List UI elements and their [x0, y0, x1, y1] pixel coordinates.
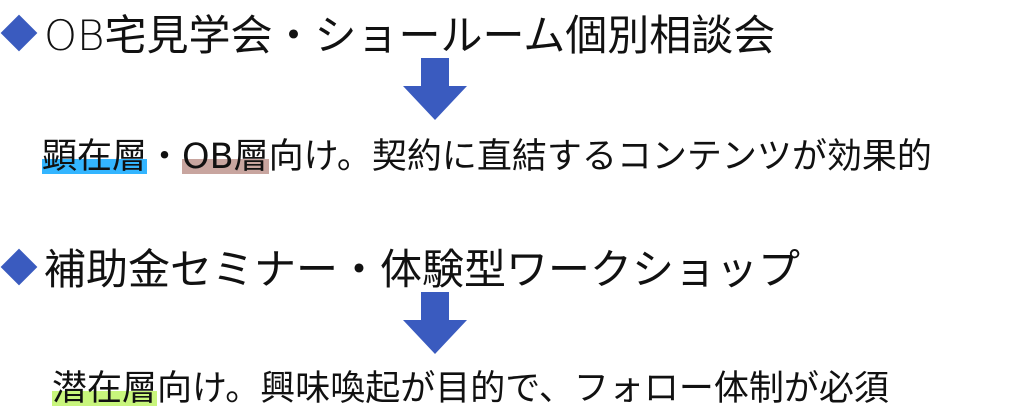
down-arrow-icon	[403, 292, 467, 354]
result-ob-visit: 顕在層・OB層向け。契約に直結するコンテンツが効果的	[42, 128, 932, 179]
result-text: 向け。興味喚起が目的で、フォロー体制が必須	[157, 369, 889, 409]
highlight-ob: OB層	[182, 137, 269, 177]
heading-text: 補助金セミナー・体験型ワークショップ	[44, 245, 801, 294]
diamond-bullet-icon	[0, 248, 38, 285]
result-seminar: 潜在層向け。興味喚起が目的で、フォロー体制が必須	[52, 360, 889, 411]
heading-text: OB宅見学会・ショールーム個別相談会	[44, 11, 776, 60]
down-arrow-icon	[403, 58, 467, 120]
diamond-bullet-icon	[0, 14, 38, 51]
highlight-kenzai: 顕在層	[42, 137, 148, 177]
result-text: 向け。契約に直結するコンテンツが効果的	[268, 137, 932, 177]
highlight-senzai: 潜在層	[52, 369, 158, 409]
heading-ob-visit: OB宅見学会・ショールーム個別相談会	[0, 2, 775, 63]
heading-seminar: 補助金セミナー・体験型ワークショップ	[0, 236, 800, 297]
separator: ・	[147, 137, 183, 177]
